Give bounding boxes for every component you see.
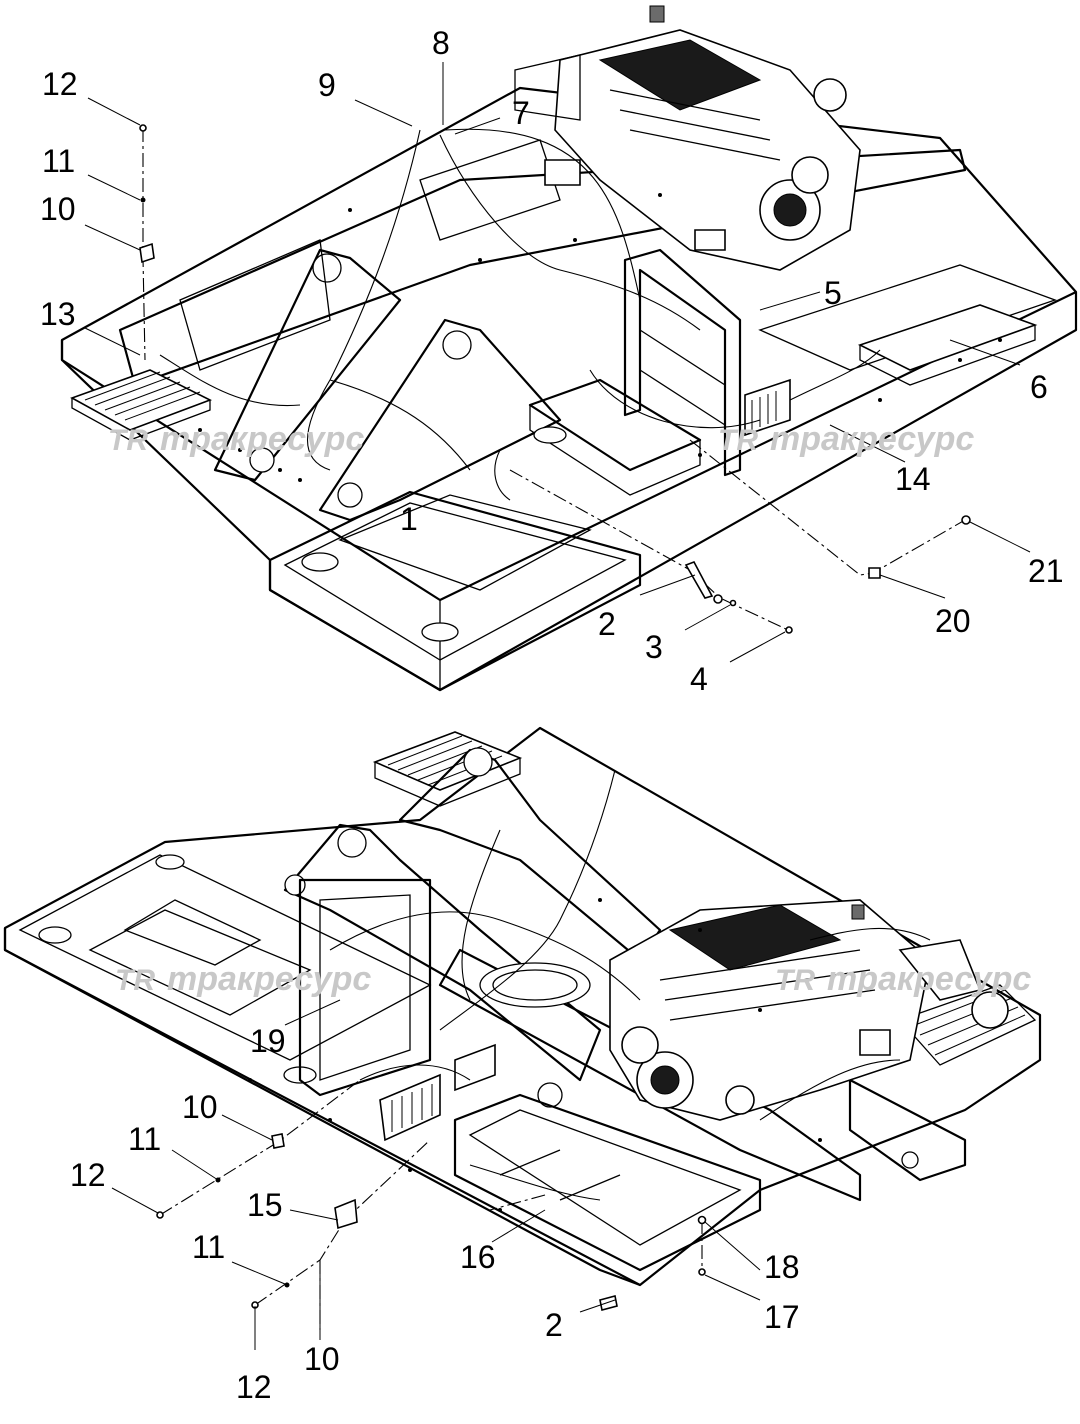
callout-13-top: 13 <box>40 296 76 332</box>
callout-3-top: 3 <box>645 629 663 665</box>
frame-bolt-holes-top <box>198 193 1002 482</box>
callout-8-top: 8 <box>432 25 450 61</box>
callout-19-bottom: 19 <box>250 1023 286 1059</box>
svg-text:TR: TR <box>115 964 155 997</box>
callout-20-top: 20 <box>935 603 971 639</box>
callout-12-bottom: 12 <box>70 1157 106 1193</box>
callout-9-top: 9 <box>318 67 336 103</box>
engine-bottom <box>609 899 1009 1121</box>
callout-12b-bottom: 12 <box>236 1369 272 1405</box>
callout-2-bottom: 2 <box>545 1307 563 1343</box>
callout-10b-bottom: 10 <box>304 1341 340 1377</box>
wire-harness-top <box>159 128 881 501</box>
bottom-frame-assembly <box>3 726 1042 1287</box>
callout-2-top: 2 <box>598 606 616 642</box>
bottom-leader-lines <box>111 999 761 1350</box>
callout-10-top: 10 <box>40 191 76 227</box>
watermark-top-left: TR тракресурс <box>108 420 364 458</box>
callout-7-top: 7 <box>512 95 530 131</box>
step-plate-texture-bottom <box>387 735 503 786</box>
top-callouts: 12 11 10 13 9 8 7 5 6 14 1 2 3 4 20 21 <box>40 25 1064 697</box>
callout-1-top: 1 <box>400 501 418 537</box>
top-exploded-hardware <box>139 124 971 634</box>
svg-text:тракресурс: тракресурс <box>167 960 371 998</box>
callout-17-bottom: 17 <box>764 1299 800 1335</box>
watermark-bottom-right: TR тракресурс <box>775 960 1031 998</box>
callout-11-bottom: 11 <box>128 1121 161 1157</box>
callout-16-bottom: 16 <box>460 1239 496 1275</box>
step-plate-texture <box>84 371 201 421</box>
callout-11b-bottom: 11 <box>192 1229 225 1265</box>
svg-text:тракресурс: тракресурс <box>770 420 974 458</box>
top-leader-lines <box>84 62 1031 663</box>
svg-text:TR: TR <box>775 964 815 997</box>
callout-18-bottom: 18 <box>764 1249 800 1285</box>
watermark-bottom-left: TR тракресурс <box>115 960 371 998</box>
callout-6-top: 6 <box>1030 369 1048 405</box>
engine-top <box>514 5 861 271</box>
svg-text:тракресурс: тракресурс <box>160 420 364 458</box>
top-frame-assembly <box>60 5 1078 692</box>
svg-text:TR: TR <box>108 424 148 457</box>
wire-harness-bottom <box>329 769 931 1201</box>
callout-12-top: 12 <box>42 66 78 102</box>
callout-4-top: 4 <box>690 661 708 697</box>
grate-texture <box>914 989 1026 1056</box>
callout-10-bottom: 10 <box>182 1089 218 1125</box>
callout-15-bottom: 15 <box>247 1187 283 1223</box>
svg-text:тракресурс: тракресурс <box>827 960 1031 998</box>
callout-5-top: 5 <box>824 275 842 311</box>
watermark-top-right: TR тракресурс <box>718 420 974 458</box>
bottom-callouts: 19 10 11 12 15 11 12 10 16 2 18 17 <box>70 1023 800 1405</box>
callout-21-top: 21 <box>1028 553 1064 589</box>
callout-14-top: 14 <box>895 461 931 497</box>
callout-11-top: 11 <box>42 143 75 179</box>
svg-text:TR: TR <box>718 424 758 457</box>
frame-bolt-holes-bottom <box>248 898 822 1212</box>
